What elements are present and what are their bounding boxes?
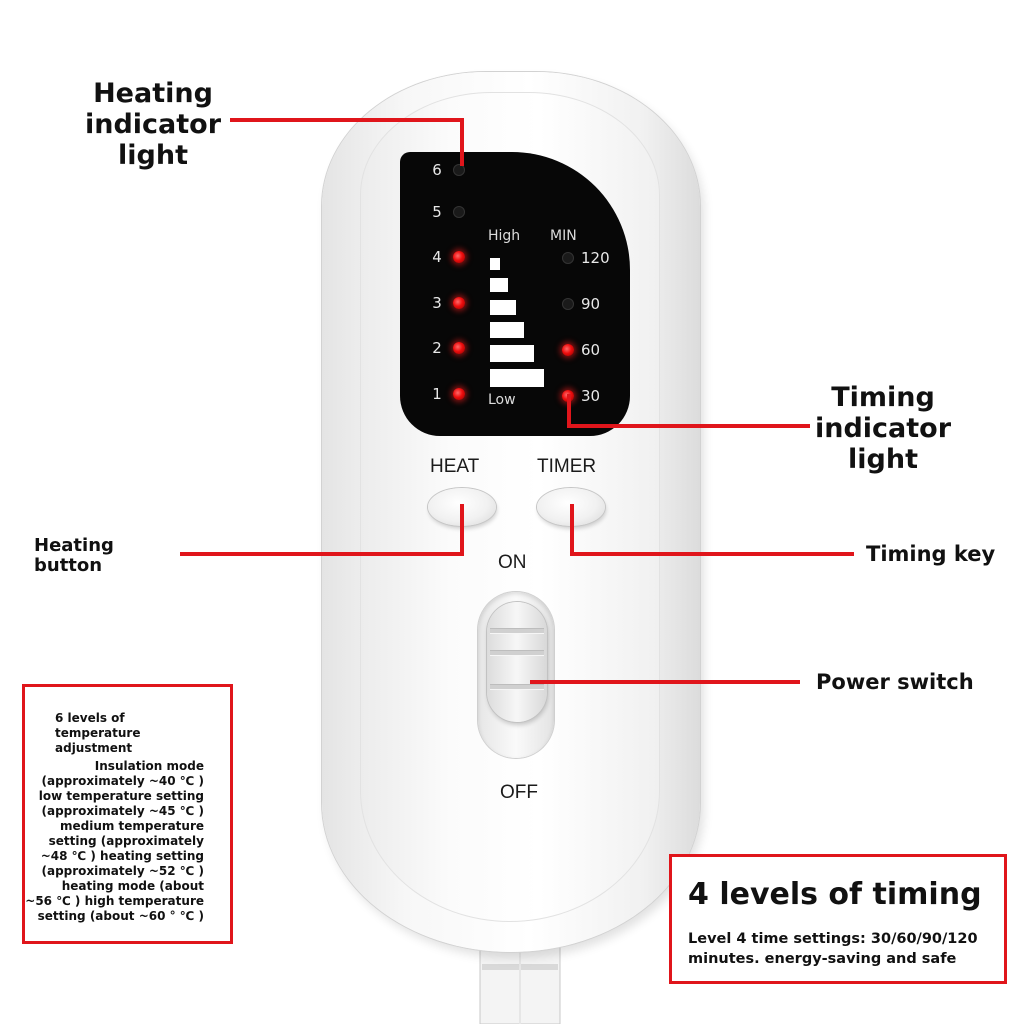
callout-line: Heating [34, 535, 114, 556]
heating-button-callout-line [180, 552, 464, 556]
callout-line: Heating [93, 78, 213, 109]
timing-box-title: 4 levels of timing [688, 877, 982, 912]
power-switch-callout-line [530, 680, 800, 684]
heating-indicator-callout-line [460, 118, 464, 166]
heat-level-number: 5 [432, 203, 442, 221]
timing-box-line: minutes. energy-saving and safe [688, 951, 957, 967]
temperature-line: setting (about ~60 ° ℃ ) [37, 909, 204, 923]
timer-level-led [562, 344, 574, 356]
scale-bar [490, 278, 508, 292]
heat-level-led [453, 342, 465, 354]
heat-level-number: 6 [432, 161, 442, 179]
timing-key-callout-line [570, 552, 854, 556]
heating-button-callout: Heating button [34, 536, 114, 576]
timing-box-line: Level 4 time settings: 30/60/90/120 [688, 931, 978, 947]
switch-on-label: ON [498, 552, 527, 573]
heat-button-label: HEAT [430, 456, 480, 477]
timer-min-label: MIN [550, 228, 577, 244]
temperature-line: ~48 ℃ ) heating setting [40, 849, 204, 863]
scale-high-label: High [488, 228, 521, 244]
scale-bar [490, 300, 516, 315]
temperature-line: low temperature setting [38, 789, 204, 803]
timing-levels-box: 4 levels of timing Level 4 time settings… [669, 854, 1007, 984]
scale-low-label: Low [488, 392, 516, 408]
temperature-line: heating mode (about [61, 879, 204, 893]
temperature-line: (approximately ~52 ℃ ) [41, 864, 205, 878]
heating-indicator-callout: Heating indicator light [78, 78, 228, 171]
scale-bar [490, 369, 544, 387]
timer-level-number: 30 [581, 387, 601, 405]
callout-line: light [848, 444, 918, 476]
timing-key-callout-line [570, 504, 574, 556]
heat-level-led [453, 251, 465, 263]
heating-button-callout-line [460, 504, 464, 556]
temperature-line: medium temperature [59, 819, 204, 833]
heat-level-number: 3 [432, 294, 442, 312]
temperature-line: ~56 ℃ ) high temperature [25, 894, 204, 908]
power-switch[interactable] [487, 602, 547, 722]
temperature-levels-box: 6 levels of temperature adjustment Insul… [22, 684, 233, 944]
timer-level-number: 90 [581, 295, 601, 313]
scale-bar [490, 345, 534, 362]
timing-indicator-callout: Timing indicator light [810, 382, 956, 475]
timing-indicator-callout-line [567, 394, 571, 426]
heading-line: adjustment [55, 741, 133, 755]
callout-line: light [118, 140, 188, 172]
temperature-box-heading: 6 levels of temperature adjustment [55, 711, 140, 756]
callout-line: indicator [84, 109, 222, 141]
heat-level-led [453, 388, 465, 400]
switch-ridge [490, 684, 544, 690]
heat-level-led [453, 164, 465, 176]
heading-line: 6 levels of [55, 711, 125, 725]
timer-level-led [562, 252, 574, 264]
temperature-line: (approximately ~45 ℃ ) [41, 804, 205, 818]
timer-level-led [562, 298, 574, 310]
led-display-panel [400, 152, 630, 436]
heat-level-led [453, 206, 465, 218]
timing-indicator-callout-line [567, 424, 810, 428]
heat-level-number: 1 [432, 385, 442, 403]
power-switch-callout: Power switch [816, 670, 974, 694]
timer-level-number: 120 [581, 249, 610, 267]
callout-line: indicator [814, 413, 952, 445]
temperature-line: Insulation mode [94, 759, 204, 773]
temperature-line: (approximately ~40 ℃ ) [41, 774, 205, 788]
timing-key-callout: Timing key [866, 542, 996, 566]
switch-ridge [490, 650, 544, 656]
switch-off-label: OFF [500, 782, 538, 803]
heading-line: temperature [55, 726, 141, 740]
heat-level-number: 2 [432, 339, 442, 357]
heat-level-led [453, 297, 465, 309]
timing-box-text: Level 4 time settings: 30/60/90/120 minu… [688, 929, 978, 969]
timer-button-label: TIMER [537, 456, 597, 477]
heat-level-number: 4 [432, 248, 442, 266]
scale-bar [490, 322, 524, 338]
temperature-box-lines: Insulation mode(approximately ~40 ℃ )low… [25, 759, 204, 924]
heating-indicator-callout-line [230, 118, 464, 122]
scale-bar [490, 258, 500, 270]
switch-ridge [490, 628, 544, 634]
callout-line: button [34, 555, 103, 576]
temperature-line: setting (approximately [48, 834, 204, 848]
callout-line: Timing [831, 382, 935, 413]
timer-level-number: 60 [581, 341, 601, 359]
